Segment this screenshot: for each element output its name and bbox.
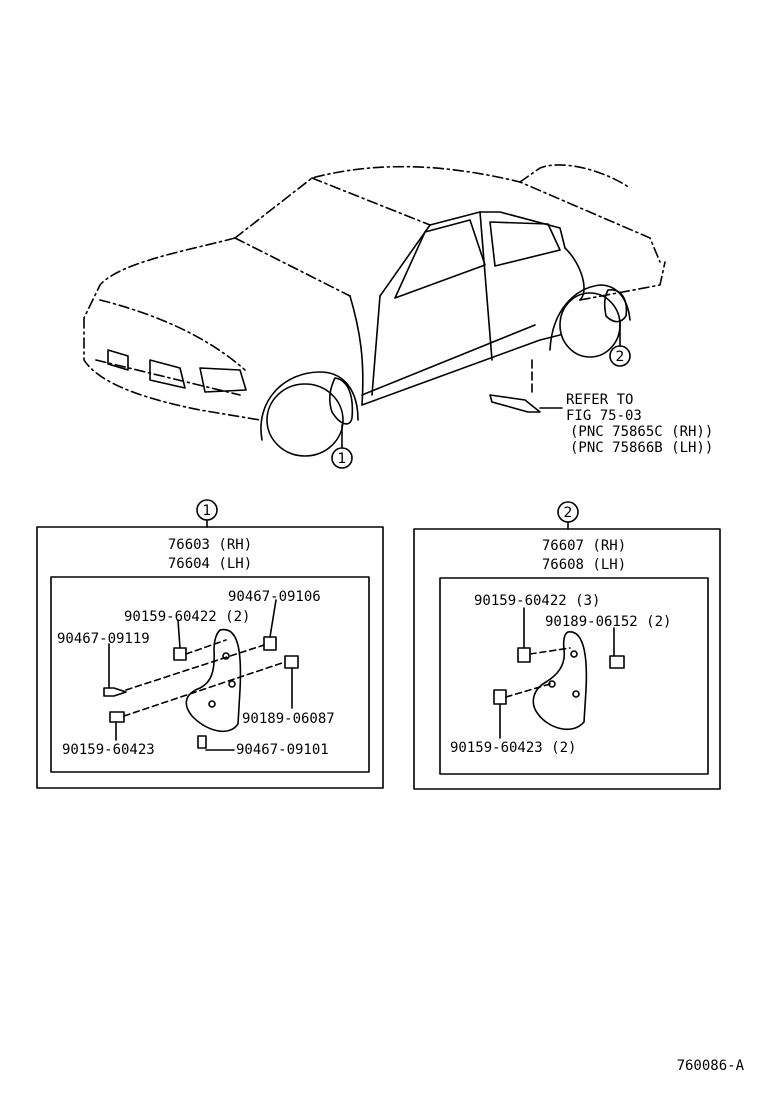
panel1-part-5: 90159-60423: [62, 742, 155, 758]
panel2-part-3: 90159-60423 (2): [450, 740, 576, 756]
panel1-part-2: 90159-60422 (2): [124, 609, 250, 625]
callout-1-car: 1: [338, 451, 347, 467]
refer-line-3: (PNC 75865C (RH)): [570, 424, 713, 440]
panel1-part-4: 90189-06087: [242, 711, 335, 727]
panel2-title-lh: 76608 (LH): [542, 557, 626, 573]
panel2-part-1: 90159-60422 (3): [474, 593, 600, 609]
panel1-callout: 1: [203, 503, 212, 519]
figure-id: 760086-A: [677, 1058, 745, 1074]
car-illustration: [83, 164, 666, 457]
panel1-part-1: 90467-09106: [228, 589, 321, 605]
panel1-part-6: 90467-09101: [236, 742, 329, 758]
panel2-title-rh: 76607 (RH): [542, 538, 626, 554]
panel2-callout: 2: [564, 505, 573, 521]
panel1-title-lh: 76604 (LH): [168, 556, 252, 572]
refer-line-2: FIG 75-03: [566, 408, 642, 424]
panel1-title-rh: 76603 (RH): [168, 537, 252, 553]
panel2-part-2: 90189-06152 (2): [545, 614, 671, 630]
refer-line-1: REFER TO: [566, 392, 633, 408]
refer-note: REFER TO FIG 75-03 (PNC 75865C (RH)) (PN…: [566, 392, 713, 456]
refer-line-4: (PNC 75866B (LH)): [570, 440, 713, 456]
callout-2-car: 2: [616, 349, 625, 365]
panel1-part-3: 90467-09119: [57, 631, 150, 647]
